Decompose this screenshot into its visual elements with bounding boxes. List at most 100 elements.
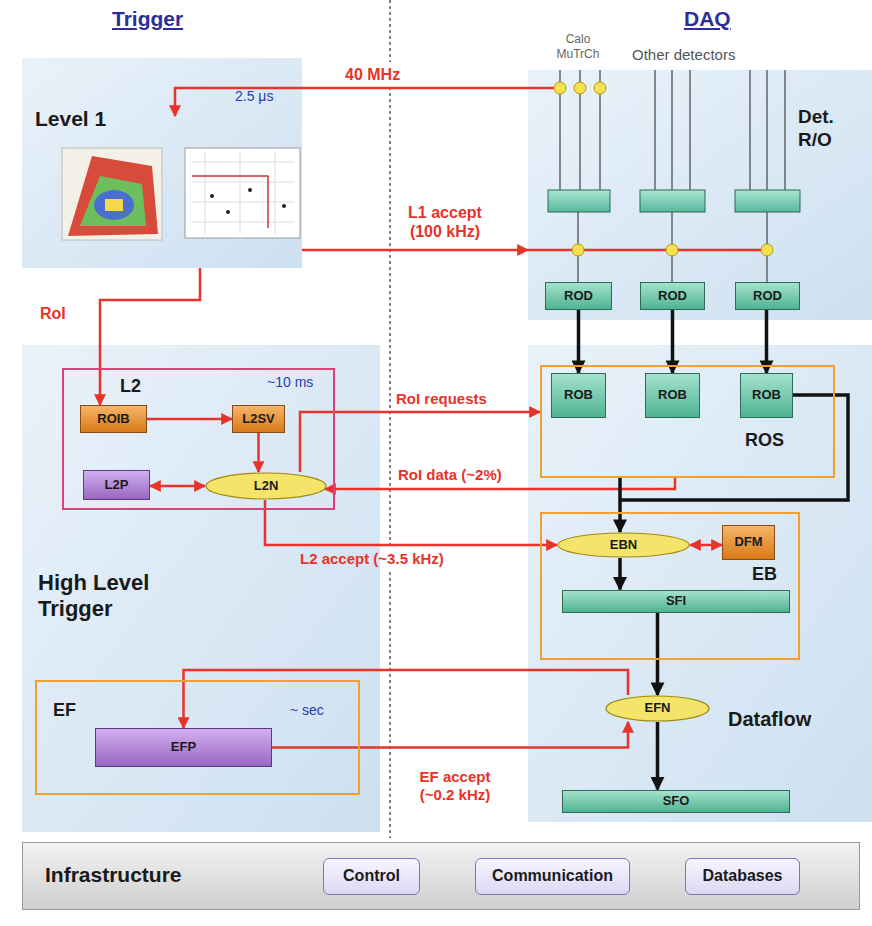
junction-dot (572, 244, 584, 256)
node-label: ~ sec (290, 702, 324, 719)
signal-connector (656, 722, 660, 790)
plot-dot (282, 204, 286, 208)
plot-grid (205, 152, 275, 234)
divider-line (389, 87, 390, 546)
signal-connector (765, 310, 769, 373)
node-label: DFM (734, 535, 762, 550)
node-label: L2SV (242, 412, 275, 427)
detector-label: Calo MuTrCh (552, 32, 604, 62)
rate-label: L2 accept (~3.5 kHz) (300, 550, 444, 568)
calorimeter-region (94, 190, 134, 220)
buffer-box: ROB (645, 373, 700, 418)
rate-label: RoI (40, 304, 66, 323)
trigger-plot (185, 148, 300, 238)
plot-dot (226, 210, 230, 214)
detector-wires (175, 70, 848, 500)
node-label: ROS (745, 430, 784, 452)
signal-connector (272, 722, 628, 748)
system-panel: DataflowROSROBROBROBEBEBNDFMSFIEFNSFO (528, 345, 872, 822)
panel-fill (22, 58, 302, 268)
signal-connector (184, 670, 629, 728)
network-ellipse: L2N (205, 472, 327, 500)
system-panel: High Level TriggerL2~10 msROIBL2SVL2PL2N… (22, 345, 380, 832)
divider-line (389, 0, 390, 62)
node-label: 2.5 μs (235, 88, 273, 105)
signal-connector (150, 485, 205, 488)
header-label: DAQ (684, 6, 731, 32)
detector-illustration (62, 148, 162, 240)
network-ellipse: EBN (557, 532, 690, 558)
calorimeter-region (105, 199, 123, 211)
junction-dot (761, 244, 773, 256)
junction-dot (594, 82, 606, 94)
accept-line (528, 249, 767, 252)
subsystem-frame: ROS ROB ROB ROB (540, 365, 835, 478)
detector-wire (560, 70, 785, 190)
rate-label: RoI requests (396, 390, 487, 408)
junction-dot (666, 244, 678, 256)
node-label: EFP (171, 740, 196, 755)
node-label: EF (53, 700, 76, 722)
divider-line (390, 0, 391, 838)
node-label: Infrastructure (45, 862, 182, 887)
system-panel: Det. R/O ROD ROD ROD (528, 70, 872, 320)
rate-label: 40 MHz (345, 65, 400, 85)
node-label: ROD (753, 289, 782, 304)
signal-connector (577, 310, 581, 373)
node-label: ROB (752, 388, 781, 403)
rate-label: L1 accept (100 kHz) (395, 203, 495, 241)
signal-connector (147, 418, 232, 421)
node-label: SFI (666, 594, 686, 609)
front-end-box (548, 190, 610, 212)
ellipse-outline (206, 473, 326, 499)
signal-connector (618, 478, 622, 532)
service-box: Control (323, 858, 420, 895)
node-label: Dataflow (728, 707, 811, 731)
node-label: Det. R/O (798, 106, 868, 152)
rate-label: EF accept (~0.2 kHz) (405, 768, 505, 804)
plot-dot (210, 194, 214, 198)
buffer-box: ROB (551, 373, 606, 418)
signal-connector (671, 310, 675, 373)
node-label: Databases (702, 867, 782, 885)
subsystem-frame: L2~10 msROIBL2SVL2PL2N (62, 368, 335, 510)
node-label: ROD (658, 289, 687, 304)
panel-fill (22, 345, 380, 832)
service-box: Databases (685, 858, 800, 895)
node-label: L2P (105, 478, 129, 493)
plot-grid (192, 162, 294, 222)
header-label: Trigger (112, 6, 183, 32)
node-label: Communication (492, 867, 613, 885)
node-label: L2 (120, 376, 141, 398)
subsystem-frame: EF ~ secEFP (35, 680, 360, 795)
node-label: SFO (663, 794, 690, 809)
processor-box: EFP (95, 728, 272, 767)
junction-dot (574, 82, 586, 94)
network-ellipse: EFN (605, 695, 710, 722)
buffer-box: SFI (562, 590, 790, 613)
node-label: L2N (254, 479, 279, 494)
control-box: DFM (722, 525, 775, 560)
signal-connector (690, 544, 722, 547)
node-label: ~10 ms (267, 374, 313, 391)
signal-connector (302, 249, 528, 252)
buffer-box: ROD (640, 282, 705, 310)
node-label: ROB (658, 388, 687, 403)
calorimeter-region (68, 156, 158, 236)
node-label: High Level Trigger (38, 570, 188, 623)
node-label: Level 1 (35, 106, 106, 131)
service-box: Communication (475, 858, 630, 895)
node-label: Control (343, 867, 400, 885)
panel-fill (528, 345, 872, 822)
plot-curve (192, 176, 268, 228)
detector-label: Other detectors (632, 46, 735, 65)
junction-dot (554, 82, 566, 94)
buffer-box: ROD (735, 282, 800, 310)
buffer-box: ROB (740, 373, 793, 418)
ellipse-outline (558, 533, 689, 557)
node-label: ROD (564, 289, 593, 304)
infrastructure-bar: Infrastructure Control Communication Databa… (22, 842, 860, 910)
node-label: ROB (564, 388, 593, 403)
processor-box: L2P (83, 470, 150, 500)
front-end-box (735, 190, 800, 212)
